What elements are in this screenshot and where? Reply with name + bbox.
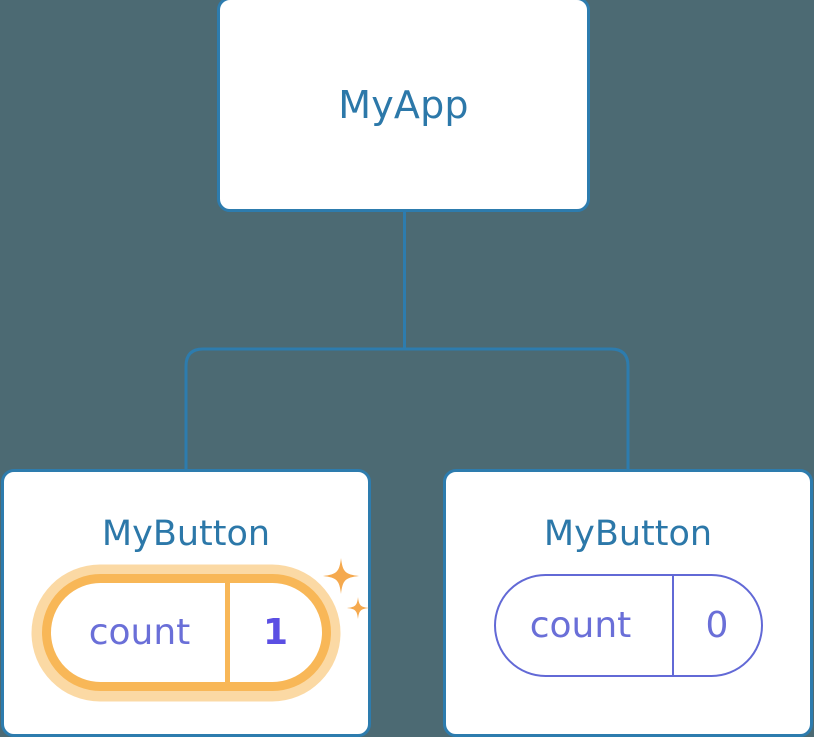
state-pill-left[interactable]: count 1 — [41, 574, 331, 691]
sparkle-group-icon — [322, 558, 369, 619]
node-mybutton-right[interactable]: MyButton count 0 — [443, 469, 813, 737]
sparkle-large-icon — [322, 558, 359, 594]
state-pill-left-wrapper: count 1 — [31, 558, 369, 701]
edge-bus-to-children — [184, 347, 630, 470]
sparkle-small-icon — [346, 597, 369, 619]
state-pill-right-key: count — [529, 604, 632, 646]
state-pill-right-value: 0 — [671, 576, 761, 675]
state-pill-left-key: count — [88, 611, 191, 653]
node-mybutton-left[interactable]: MyButton count 1 — [1, 469, 371, 737]
node-myapp-title: MyApp — [338, 82, 469, 127]
state-pill-right-wrapper: count 0 — [493, 574, 763, 677]
state-pill-right[interactable]: count 0 — [493, 574, 763, 677]
node-mybutton-right-title: MyButton — [543, 514, 713, 554]
node-myapp[interactable]: MyApp — [217, 0, 590, 212]
state-pill-left-value: 1 — [224, 583, 322, 682]
node-mybutton-left-title: MyButton — [101, 514, 271, 554]
